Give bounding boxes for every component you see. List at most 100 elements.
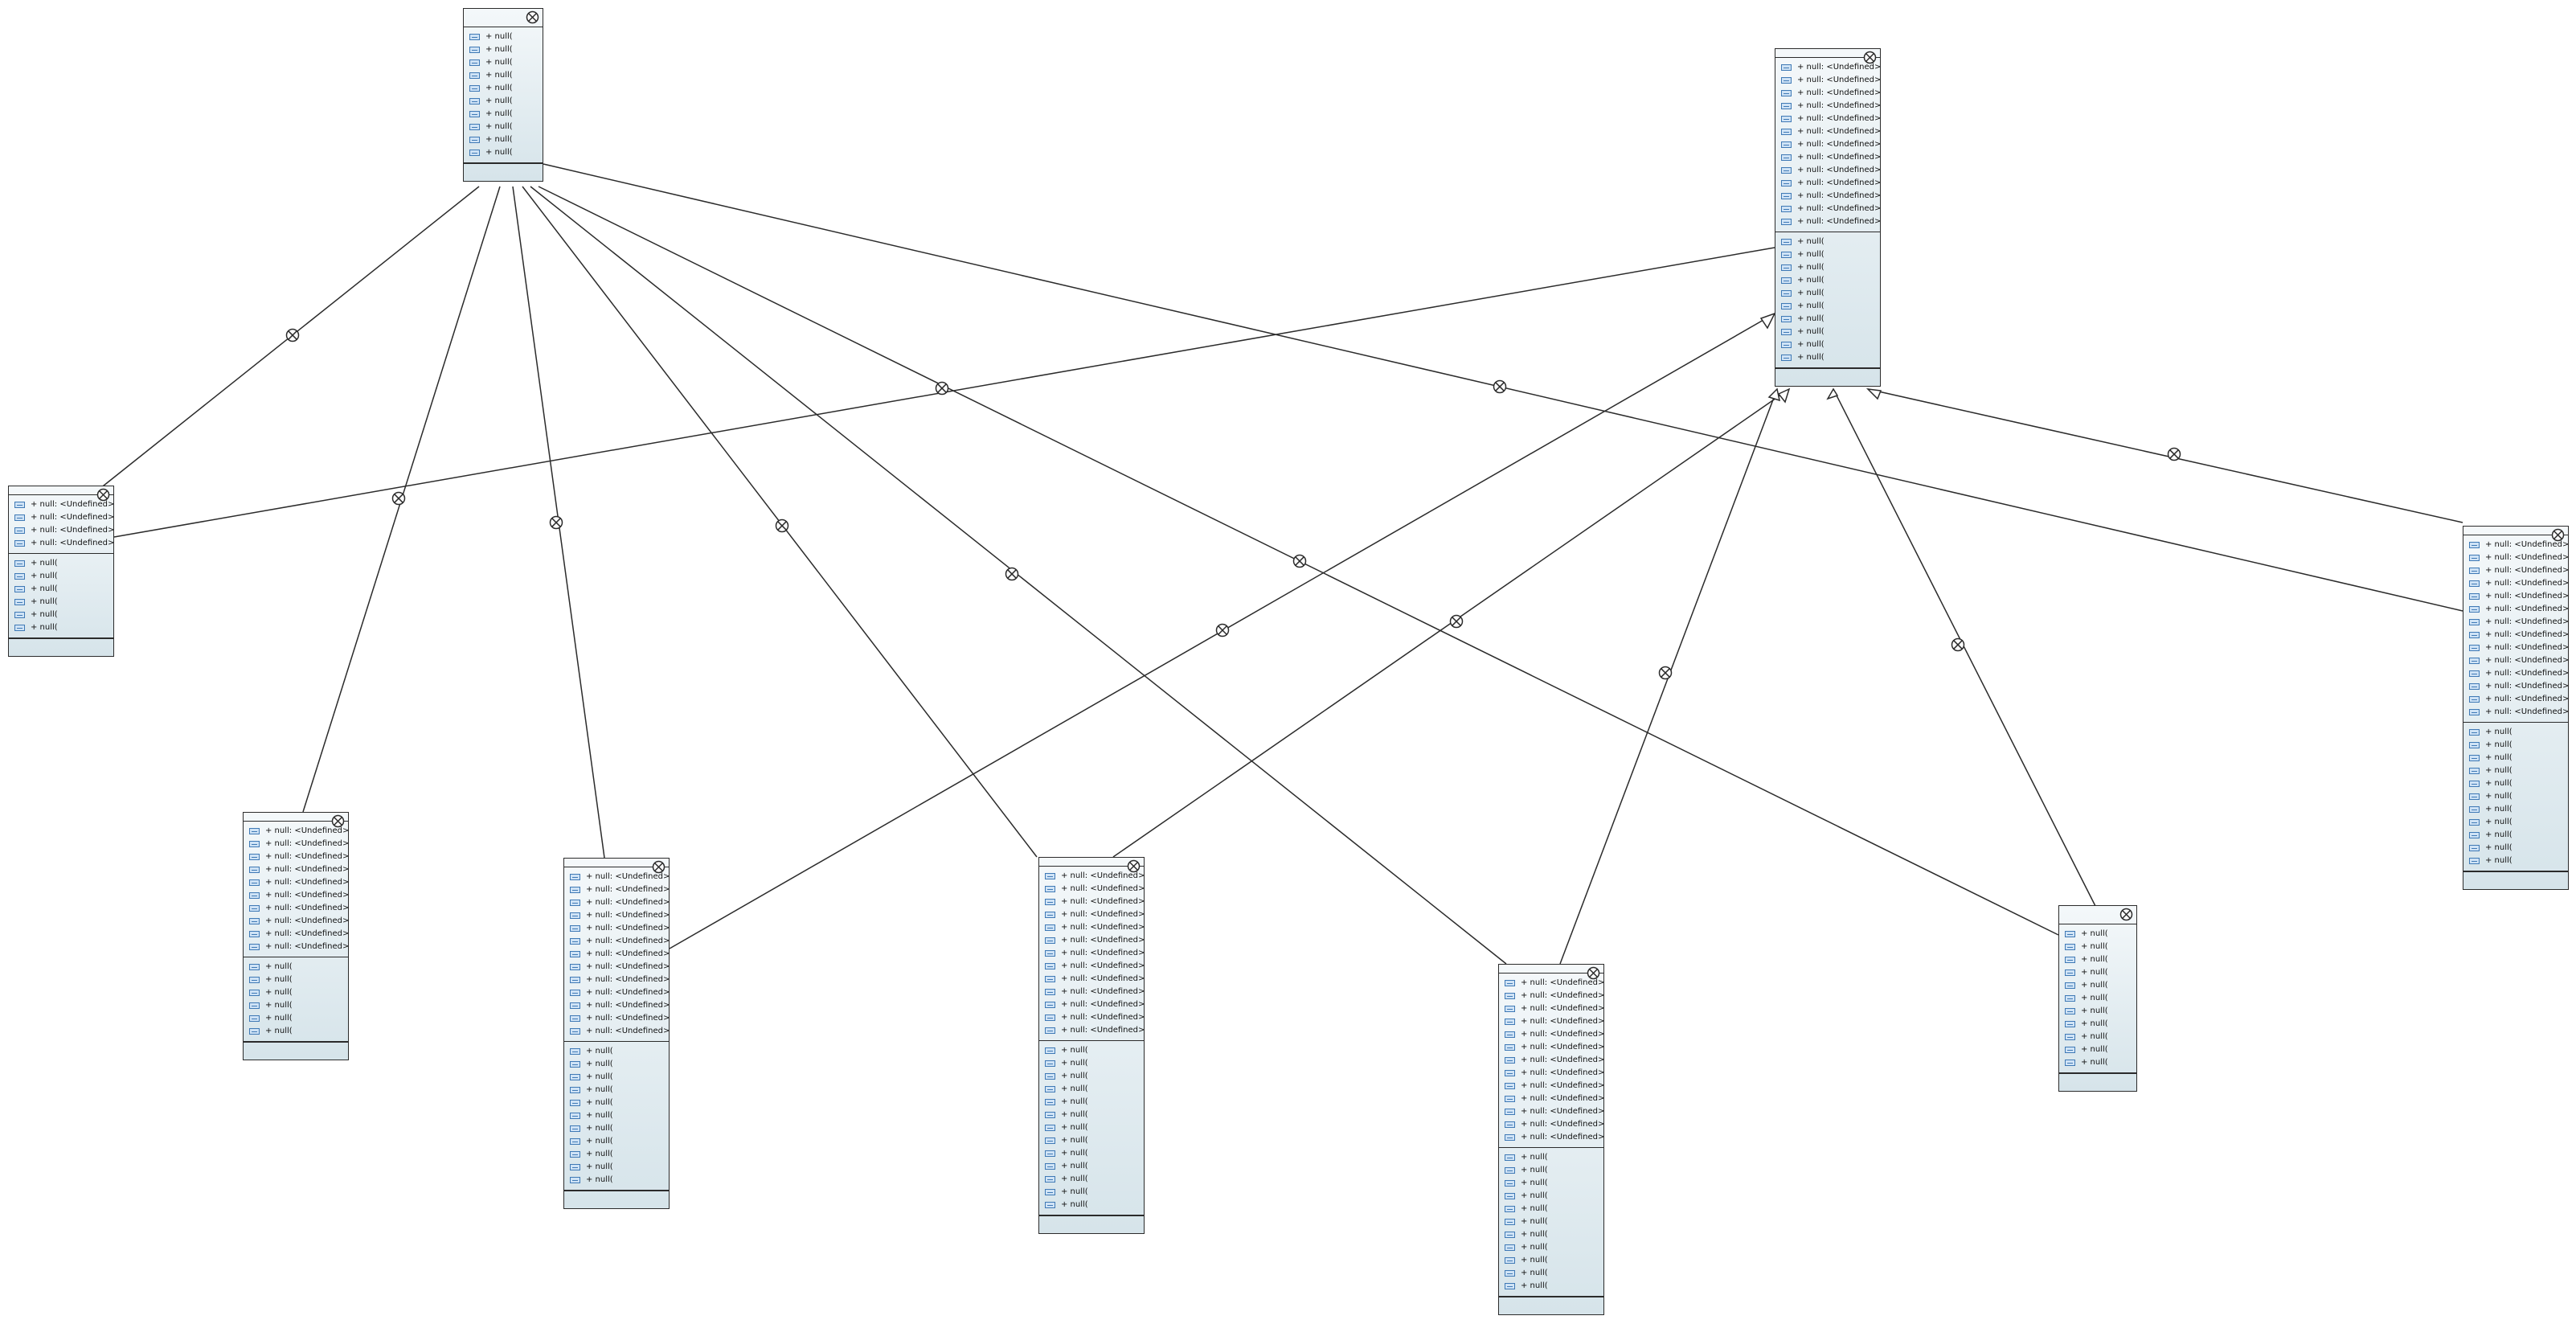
operation-row[interactable]: + null( <box>1499 1267 1603 1280</box>
top-left-class[interactable]: + null(+ null(+ null(+ null(+ null(+ nul… <box>463 8 543 182</box>
attribute-row[interactable]: + null: <Undefined> [ <box>244 902 348 915</box>
class-header[interactable] <box>1775 49 1880 64</box>
attribute-row[interactable]: + null: <Undefined> [ <box>564 922 669 935</box>
operation-row[interactable]: + null( <box>2463 752 2568 764</box>
attribute-row[interactable]: + null: <Undefined> [ <box>1775 125 1880 138</box>
operation-row[interactable]: + null( <box>464 43 543 56</box>
attribute-row[interactable]: + null: <Undefined> <box>9 498 113 511</box>
operation-row[interactable]: + null( <box>464 121 543 133</box>
operation-row[interactable]: + null( <box>2059 1005 2136 1018</box>
attribute-row[interactable]: + null: <Undefined> [ <box>1039 870 1144 883</box>
operation-row[interactable]: + null( <box>1039 1070 1144 1083</box>
attribute-row[interactable]: + null: <Undefined> [ <box>1775 74 1880 87</box>
operation-row[interactable]: + null( <box>1039 1147 1144 1160</box>
attribute-row[interactable]: + null: <Undefined> [ <box>2463 693 2568 706</box>
attribute-row[interactable]: + null: <Undefined> [ <box>1775 61 1880 74</box>
attribute-row[interactable]: + null: <Undefined> [ <box>2463 629 2568 642</box>
class-header[interactable] <box>9 486 113 502</box>
attribute-row[interactable]: + null: <Undefined> [ <box>2463 539 2568 551</box>
operation-row[interactable]: + null( <box>244 986 348 999</box>
attribute-row[interactable]: + null: <Undefined> [ <box>1775 113 1880 125</box>
operation-row[interactable]: + null( <box>2463 803 2568 816</box>
attribute-row[interactable]: + null: <Undefined> [ <box>1499 1054 1603 1067</box>
attribute-row[interactable]: + null: <Undefined> [ <box>1775 164 1880 177</box>
operation-row[interactable]: + null( <box>1775 326 1880 338</box>
attribute-row[interactable]: + null: <Undefined> [ <box>564 871 669 883</box>
operation-row[interactable]: + null( <box>2463 829 2568 842</box>
operation-row[interactable]: + null( <box>1499 1203 1603 1215</box>
operation-row[interactable]: + null( <box>244 974 348 986</box>
operation-row[interactable]: + null( <box>1039 1096 1144 1109</box>
operation-row[interactable]: + null( <box>1775 351 1880 364</box>
operation-row[interactable]: + null( <box>1039 1199 1144 1211</box>
attribute-row[interactable]: + null: <Undefined> [ <box>244 876 348 889</box>
attribute-row[interactable]: + null: <Undefined> [ <box>564 1025 669 1038</box>
operation-row[interactable]: + null( <box>2059 1043 2136 1056</box>
class-header[interactable] <box>2059 906 2136 924</box>
attribute-row[interactable]: + null: <Undefined> [ <box>1039 934 1144 947</box>
operation-row[interactable]: + null( <box>1499 1254 1603 1267</box>
attribute-row[interactable]: + null: <Undefined> [ <box>2463 642 2568 654</box>
attribute-row[interactable]: + null: <Undefined> [ <box>564 986 669 999</box>
operation-row[interactable]: + null( <box>2059 928 2136 941</box>
attribute-row[interactable]: + null: <Undefined> [ <box>244 838 348 851</box>
far-right-class[interactable]: + null: <Undefined> [+ null: <Undefined>… <box>2463 526 2569 890</box>
right-small-class[interactable]: + null(+ null(+ null(+ null(+ null(+ nul… <box>2058 905 2137 1092</box>
attribute-row[interactable]: + null: <Undefined> [ <box>1039 973 1144 986</box>
attribute-row[interactable]: + null: <Undefined> [ <box>1039 986 1144 998</box>
attribute-row[interactable]: + null: <Undefined> [ <box>1775 87 1880 100</box>
operation-row[interactable]: + null( <box>1775 300 1880 313</box>
operation-row[interactable]: + null( <box>2059 992 2136 1005</box>
attribute-row[interactable]: + null: <Undefined> [ <box>1039 896 1144 908</box>
attribute-row[interactable]: + null: <Undefined> [ <box>1039 998 1144 1011</box>
operation-row[interactable]: + null( <box>464 69 543 82</box>
operation-row[interactable]: + null( <box>9 570 113 583</box>
operation-row[interactable]: + null( <box>2059 979 2136 992</box>
operation-row[interactable]: + null( <box>564 1084 669 1097</box>
operation-row[interactable]: + null( <box>1499 1164 1603 1177</box>
attribute-row[interactable]: + null: <Undefined> [ <box>244 889 348 902</box>
operation-row[interactable]: + null( <box>244 999 348 1012</box>
operation-row[interactable]: + null( <box>9 583 113 596</box>
bottom-center-class[interactable]: + null: <Undefined> [+ null: <Undefined>… <box>1498 964 1604 1315</box>
operation-row[interactable]: + null( <box>564 1058 669 1071</box>
operation-row[interactable]: + null( <box>2463 855 2568 867</box>
operation-row[interactable]: + null( <box>2059 941 2136 953</box>
operation-row[interactable]: + null( <box>564 1148 669 1161</box>
attribute-row[interactable]: + null: <Undefined> [ <box>2463 654 2568 667</box>
attribute-row[interactable]: + null: <Undefined> [ <box>2463 551 2568 564</box>
attribute-row[interactable]: + null: <Undefined> [ <box>1499 990 1603 1002</box>
attribute-row[interactable]: + null: <Undefined> <box>9 537 113 550</box>
left-class[interactable]: + null: <Undefined>+ null: <Undefined>+ … <box>8 486 114 657</box>
attribute-row[interactable]: + null: <Undefined> [ <box>1499 1131 1603 1144</box>
operation-row[interactable]: + null( <box>564 1122 669 1135</box>
operation-row[interactable]: + null( <box>1039 1121 1144 1134</box>
attribute-row[interactable]: + null: <Undefined> [ <box>1499 1041 1603 1054</box>
operation-row[interactable]: + null( <box>564 1135 669 1148</box>
operation-row[interactable]: + null( <box>2059 1018 2136 1031</box>
operation-row[interactable]: + null( <box>1499 1215 1603 1228</box>
operation-row[interactable]: + null( <box>2059 1031 2136 1043</box>
attribute-row[interactable]: + null: <Undefined> [ <box>564 999 669 1012</box>
attribute-row[interactable]: + null: <Undefined> [ <box>564 1012 669 1025</box>
attribute-row[interactable]: + null: <Undefined> [ <box>244 825 348 838</box>
operation-row[interactable]: + null( <box>464 56 543 69</box>
attribute-row[interactable]: + null: <Undefined> [ <box>564 883 669 896</box>
operation-row[interactable]: + null( <box>9 557 113 570</box>
operation-row[interactable]: + null( <box>244 1012 348 1025</box>
attribute-row[interactable]: + null: <Undefined> [ <box>1499 1092 1603 1105</box>
attribute-row[interactable]: + null: <Undefined> [ <box>1039 1011 1144 1024</box>
attribute-row[interactable]: + null: <Undefined> [ <box>2463 616 2568 629</box>
operation-row[interactable]: + null( <box>1039 1173 1144 1186</box>
attribute-row[interactable]: + null: <Undefined> <box>9 524 113 537</box>
class-header[interactable] <box>244 813 348 828</box>
operation-row[interactable]: + null( <box>1775 236 1880 248</box>
attribute-row[interactable]: + null: <Undefined> [ <box>2463 603 2568 616</box>
operation-row[interactable]: + null( <box>1775 261 1880 274</box>
operation-row[interactable]: + null( <box>1499 1190 1603 1203</box>
class-header[interactable] <box>464 9 543 27</box>
operation-row[interactable]: + null( <box>464 146 543 159</box>
operation-row[interactable]: + null( <box>1775 274 1880 287</box>
operation-row[interactable]: + null( <box>564 1097 669 1109</box>
mid-class[interactable]: + null: <Undefined> [+ null: <Undefined>… <box>563 858 670 1209</box>
